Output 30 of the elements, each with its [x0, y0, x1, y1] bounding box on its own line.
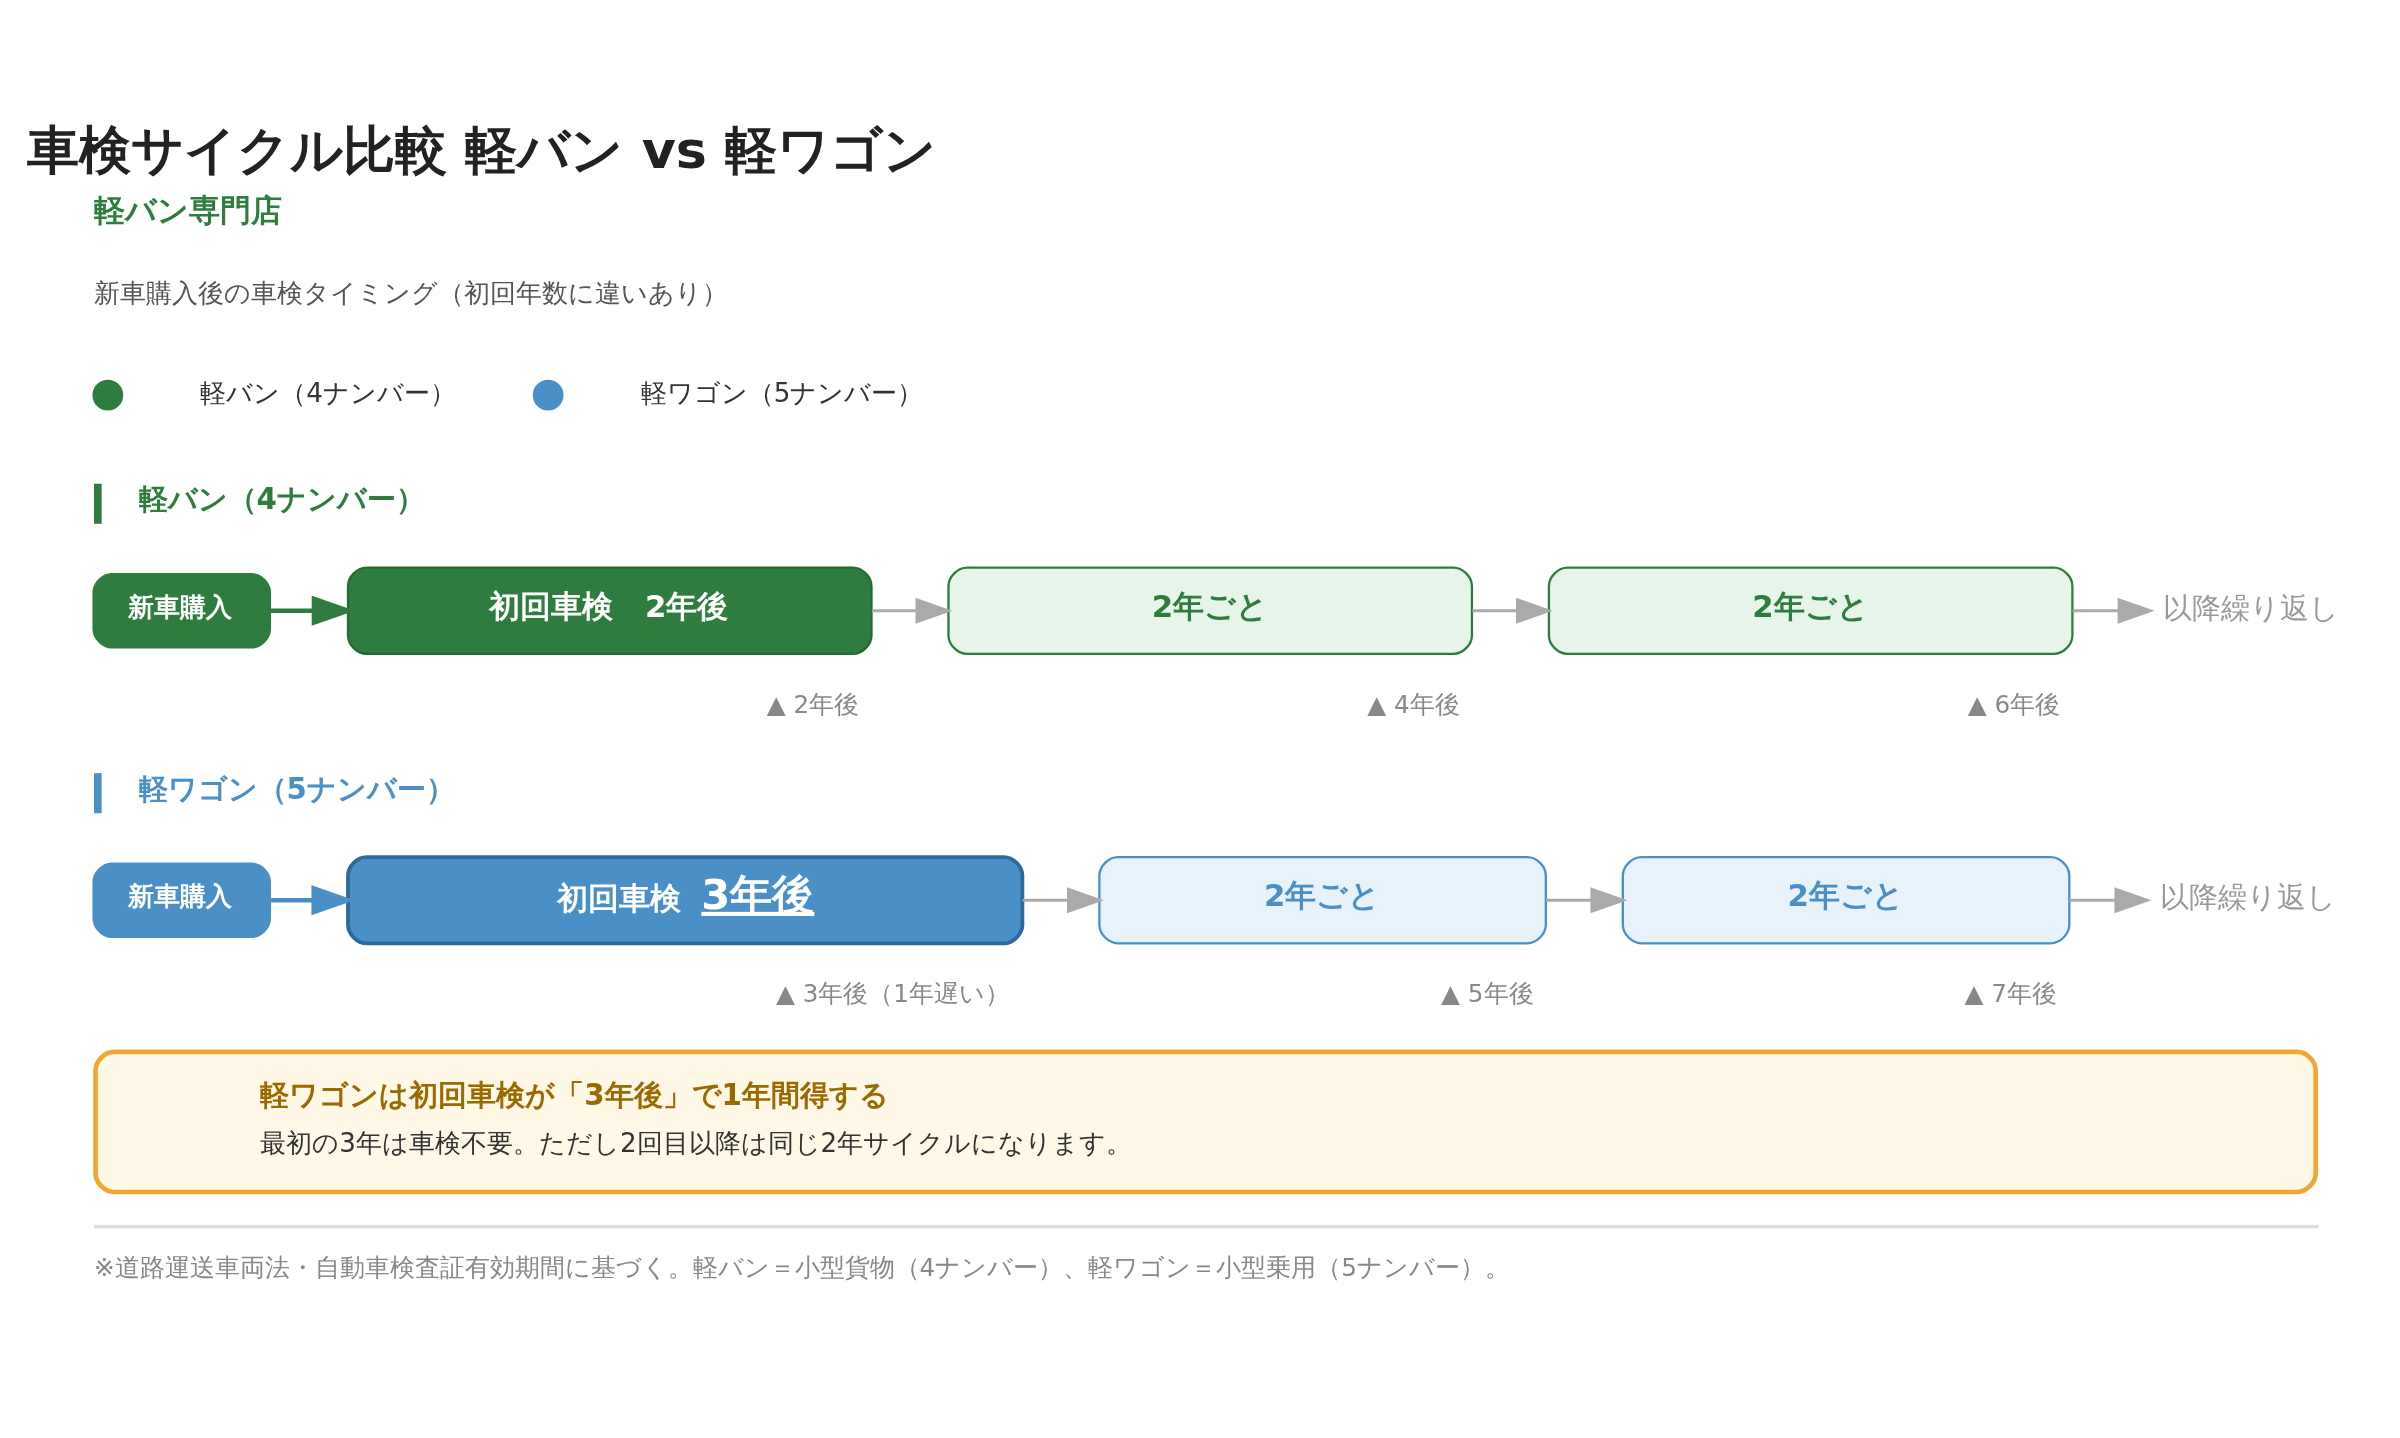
diagram-title: 車検サイクル比較 軽バン vs 軽ワゴン — [27, 118, 937, 180]
arrow — [871, 597, 953, 624]
label: 軽バン（4ナンバー） — [138, 482, 425, 517]
arrow — [1022, 887, 1104, 914]
node-box: 2年ごと — [1621, 855, 2071, 945]
label: 軽バン専門店 — [93, 192, 282, 229]
node-box: 2年ごと — [1098, 855, 1547, 945]
legend-label: 軽バン（4ナンバー） — [200, 377, 456, 408]
node-box: 新車購入 — [92, 573, 272, 649]
node-label: ▲ 4年後 — [1367, 689, 1460, 719]
arrow — [2072, 597, 2155, 624]
node-label: ▲ 6年後 — [1967, 689, 2061, 719]
arrow — [1472, 597, 1553, 624]
node-box: 初回車検 3年後 — [346, 855, 1025, 946]
label: ※道路運送車両法・自動車検査証有効期間に基づく。軽バン＝小型貨物（4ナンバー）、軽ワゴン＝小型乗用（5ナンバー）。 — [93, 1252, 1510, 1282]
arrow — [2069, 887, 2152, 914]
node-label: ▲ 7年後 — [1964, 979, 2058, 1009]
node-text: 以降繰り返し — [2159, 880, 2336, 915]
node-text: 以降繰り返し — [2163, 591, 2339, 625]
arrow — [1546, 887, 1628, 914]
node-label: ▲ 5年後 — [1441, 979, 1534, 1009]
node-label: ▲ 2年後 — [766, 689, 860, 719]
node-box: 新車購入 — [92, 862, 272, 938]
legend-label: 軽ワゴン（5ナンバー） — [640, 377, 924, 408]
label: 新車購入後の車検タイミング（初回年数に違いあり） — [93, 278, 728, 309]
node-label: ▲ 3年後（1年遅い） — [775, 979, 1011, 1009]
node-box: 2年ごと — [1547, 566, 2074, 656]
node-box: 2年ごと — [947, 566, 1474, 656]
label: 軽ワゴン（5ナンバー） — [138, 771, 455, 806]
node-box: 初回車検 2年後 — [346, 566, 873, 656]
